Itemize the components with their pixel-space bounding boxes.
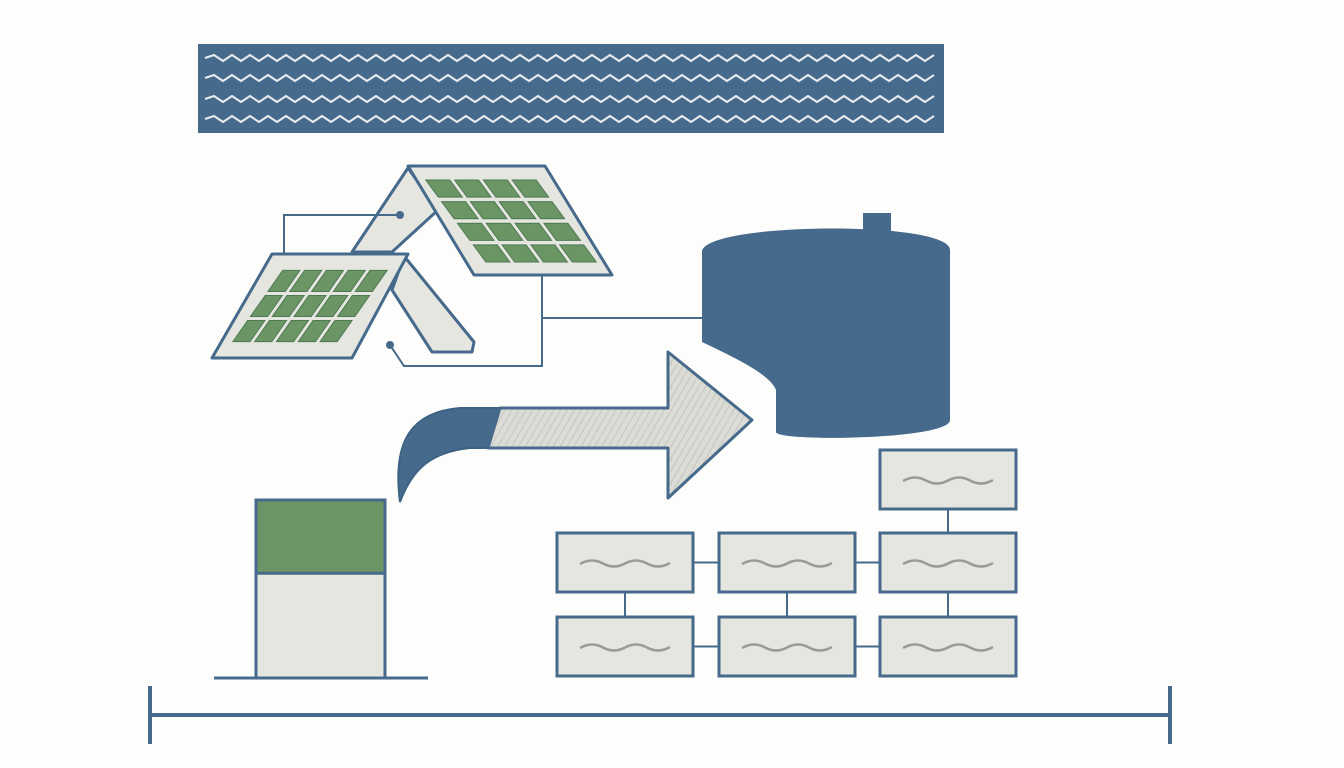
solar-wire-node-bottom	[386, 341, 394, 349]
solar-cell	[511, 179, 550, 198]
solar-cell	[456, 222, 495, 241]
solar-cell	[472, 244, 511, 263]
solar-cell	[501, 244, 540, 263]
solar-wire-bottom	[389, 276, 543, 367]
solar-cell	[354, 269, 389, 292]
solar-cell	[498, 201, 537, 220]
solar-cell	[332, 269, 367, 292]
network-box-squiggle	[902, 559, 994, 568]
solar-cell	[485, 222, 524, 241]
storage-tank	[702, 213, 950, 438]
back-panel-cells	[424, 179, 598, 263]
solar-cell	[297, 320, 332, 343]
network-box-squiggle	[741, 559, 833, 568]
solar-wire-node-top	[396, 211, 404, 219]
solar-cell	[469, 201, 508, 220]
network-box-squiggle	[902, 643, 994, 652]
solar-cell	[249, 294, 284, 318]
solar-cell	[453, 179, 493, 198]
timeline-axis	[148, 686, 1172, 744]
solar-cell	[275, 320, 310, 343]
water-wave-line	[204, 73, 935, 83]
front-panel-support	[390, 254, 476, 354]
network-box-squiggle	[741, 643, 833, 652]
gauge-fill	[257, 501, 384, 574]
solar-cell	[424, 179, 464, 198]
network-box	[878, 531, 1018, 594]
network-box-squiggle	[902, 476, 994, 485]
tank-body	[702, 228, 950, 438]
solar-cell	[314, 294, 349, 318]
solar-cell	[440, 201, 480, 220]
network-box-frame	[555, 615, 695, 678]
network-box-frame	[878, 615, 1018, 678]
solar-cell	[336, 294, 371, 318]
network-box	[878, 615, 1018, 678]
solar-cell	[293, 294, 327, 318]
water-band	[198, 44, 944, 133]
level-gauge	[214, 498, 428, 680]
solar-cell	[542, 222, 582, 241]
network-box	[878, 448, 1018, 511]
water-wave-line	[204, 94, 935, 104]
network-box	[555, 615, 695, 678]
network-box	[555, 531, 695, 594]
solar-cell	[310, 269, 345, 292]
solar-cell	[288, 269, 323, 292]
network-box-frame	[878, 531, 1018, 594]
flow-arrow	[397, 350, 754, 503]
water-wave-line	[204, 114, 935, 124]
water-wave-line	[204, 53, 935, 63]
solar-cell	[482, 179, 521, 198]
flow-arrow-tail	[397, 407, 502, 503]
network-box	[717, 531, 857, 594]
solar-cell	[231, 320, 266, 343]
solar-cell	[514, 222, 553, 241]
solar-array	[210, 164, 704, 367]
network-box-squiggle	[579, 643, 671, 652]
water-wave-lines	[204, 53, 935, 124]
front-panel-cells	[231, 269, 389, 343]
solar-cell	[253, 320, 288, 343]
solar-cell	[271, 294, 306, 318]
solar-cell	[558, 244, 598, 263]
solar-wire-top	[283, 214, 400, 254]
network-box-squiggle	[579, 559, 671, 568]
network-box	[717, 615, 857, 678]
box-network	[555, 448, 1018, 678]
flow-arrow-head	[486, 350, 754, 500]
solar-cell	[527, 201, 566, 220]
solar-cell	[319, 320, 353, 343]
tank-cap	[863, 213, 891, 231]
solar-cell	[267, 269, 301, 292]
solar-cell	[529, 244, 569, 263]
